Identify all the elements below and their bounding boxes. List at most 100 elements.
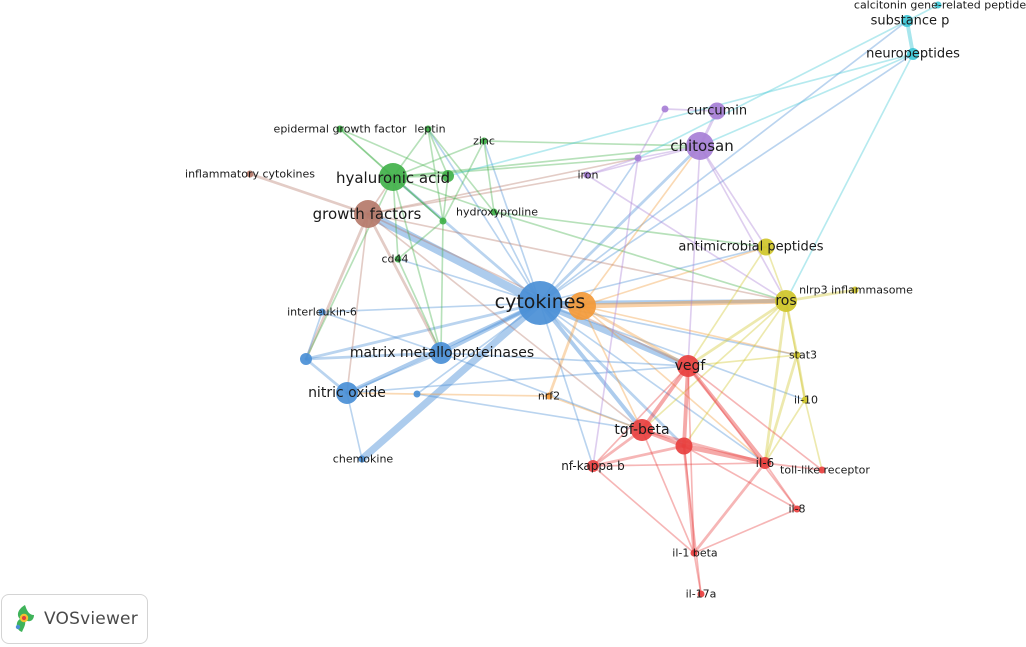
label-cytokines: cytokines <box>495 291 586 313</box>
node-blue-small[interactable] <box>413 390 421 398</box>
link-cytokines-hyaluronic_acid <box>391 175 542 305</box>
node-il10[interactable] <box>801 396 809 404</box>
link-nf_kappa_b-il6 <box>592 462 766 467</box>
node-leptin[interactable] <box>424 125 432 133</box>
link-leptin-green_dot <box>427 128 449 177</box>
node-purple-small1[interactable] <box>661 105 669 113</box>
node-il6[interactable] <box>759 457 771 469</box>
link-nitric_oxide-chemokine <box>346 392 363 460</box>
link-cytokines-blue_small <box>416 302 541 395</box>
label-nrf2: nrf2 <box>538 390 560 403</box>
node-hyaluronic-acid[interactable] <box>379 163 407 191</box>
node-nitric-oxide[interactable] <box>336 382 358 404</box>
node-curcumin[interactable] <box>708 102 726 120</box>
node-red-hub[interactable] <box>675 437 693 455</box>
node-blue-left[interactable] <box>300 353 312 365</box>
link-matrix_mmp-tgf_beta <box>440 352 643 431</box>
link-stat3-il10 <box>795 353 807 402</box>
node-cytokines[interactable] <box>518 281 562 325</box>
node-antimicrobial-peptides[interactable] <box>757 238 775 256</box>
node-chemokine[interactable] <box>358 455 366 463</box>
node-nlrp3[interactable] <box>851 286 859 294</box>
node-cgrp[interactable] <box>934 1 942 9</box>
link-leptin-green_small <box>427 128 444 222</box>
node-il8[interactable] <box>793 505 801 513</box>
link-chitosan-ros <box>699 145 787 302</box>
link-neuropeptides-ros <box>785 53 914 302</box>
link-growth_factors-nitric_oxide <box>346 213 369 394</box>
node-orange-hub[interactable] <box>568 292 596 320</box>
label-vegf: vegf <box>675 358 707 374</box>
link-tgf_beta-il1beta <box>641 429 695 554</box>
link-cytokines-blue_left <box>304 301 542 361</box>
link-cytokines-growth_factors <box>363 209 545 308</box>
link-green_small-cd44 <box>397 220 444 260</box>
vosviewer-logo-icon <box>15 605 34 632</box>
node-stat3[interactable] <box>793 351 801 359</box>
node-matrix-mmp[interactable] <box>430 342 452 364</box>
link-growth_factors-tgf_beta <box>367 213 643 431</box>
link-cytokines-substance_p <box>539 20 908 304</box>
link-red_hub-il17a <box>683 445 702 595</box>
link-stat3-il6 <box>763 353 799 465</box>
link-growth_factors-ros <box>367 213 787 302</box>
node-vegf[interactable] <box>677 355 699 377</box>
label-tlr: toll-like receptor <box>780 464 870 477</box>
node-substance-p[interactable] <box>901 15 913 27</box>
node-nf-kappa-b[interactable] <box>587 460 599 472</box>
label-nitric-oxide: nitric oxide <box>308 385 386 401</box>
link-orange_hub-chitosan <box>581 145 701 307</box>
label-neuropeptides: neuropeptides <box>866 47 960 62</box>
node-nrf2[interactable] <box>545 392 553 400</box>
link-zinc-hydroxyproline <box>483 140 495 213</box>
node-ros[interactable] <box>775 290 797 312</box>
node-inflammatory-cytokines[interactable] <box>246 170 254 178</box>
label-chemokine: chemokine <box>333 453 394 466</box>
node-purple-small2[interactable] <box>634 154 642 162</box>
link-chitosan-vegf <box>687 145 701 367</box>
link-ros-nlrp3 <box>784 288 857 303</box>
link-purple_small2-iron <box>586 157 639 176</box>
link-iron-ros <box>586 174 787 302</box>
node-neuropeptides[interactable] <box>907 48 919 60</box>
node-tgf-beta[interactable] <box>631 419 653 441</box>
label-il1beta: il-1 beta <box>672 547 717 560</box>
link-il10-il6 <box>764 399 806 464</box>
node-growth-factors[interactable] <box>354 200 382 228</box>
link-hyaluronic_acid-matrix_mmp <box>392 176 442 354</box>
link-leptin-hydroxyproline <box>427 128 495 213</box>
link-growth_factors-inflammatory_cytokines <box>248 172 370 216</box>
app-name: VOSviewer <box>44 609 138 629</box>
link-nrf2-tgf_beta <box>548 395 643 431</box>
link-chitosan-iron <box>586 145 701 176</box>
link-green_dot-green_small <box>442 175 449 222</box>
label-il8: il-8 <box>788 503 805 516</box>
node-chitosan[interactable] <box>686 132 714 160</box>
link-cytokines-cd44 <box>397 258 541 304</box>
node-il17a[interactable] <box>697 590 705 598</box>
link-cytokines-il6 <box>539 302 766 464</box>
label-il6: il-6 <box>756 456 775 470</box>
node-iron[interactable] <box>583 171 591 179</box>
link-tgf_beta-il6 <box>640 428 767 465</box>
node-interleukin-6[interactable] <box>318 308 326 316</box>
link-hydroxyproline-antimicrobial_peptides <box>493 211 767 248</box>
node-green-dot[interactable] <box>442 170 454 182</box>
node-tlr[interactable] <box>818 466 826 474</box>
link-il6-il1beta <box>692 461 767 555</box>
label-nf-kappa-b: nf-kappa b <box>561 459 625 473</box>
nodes-layer <box>246 1 942 598</box>
node-epidermal-growth-factor[interactable] <box>336 125 344 133</box>
node-cd44[interactable] <box>394 255 402 263</box>
link-matrix_mmp-vegf <box>440 352 689 367</box>
node-il1beta[interactable] <box>690 549 698 557</box>
node-zinc[interactable] <box>480 137 488 145</box>
node-hydroxyproline[interactable] <box>490 208 498 216</box>
node-green-small[interactable] <box>439 217 447 225</box>
link-ros-tgf_beta <box>641 300 787 431</box>
link-matrix_mmp-nitric_oxide <box>346 352 442 394</box>
link-interleukin_6-blue_left <box>305 311 323 360</box>
